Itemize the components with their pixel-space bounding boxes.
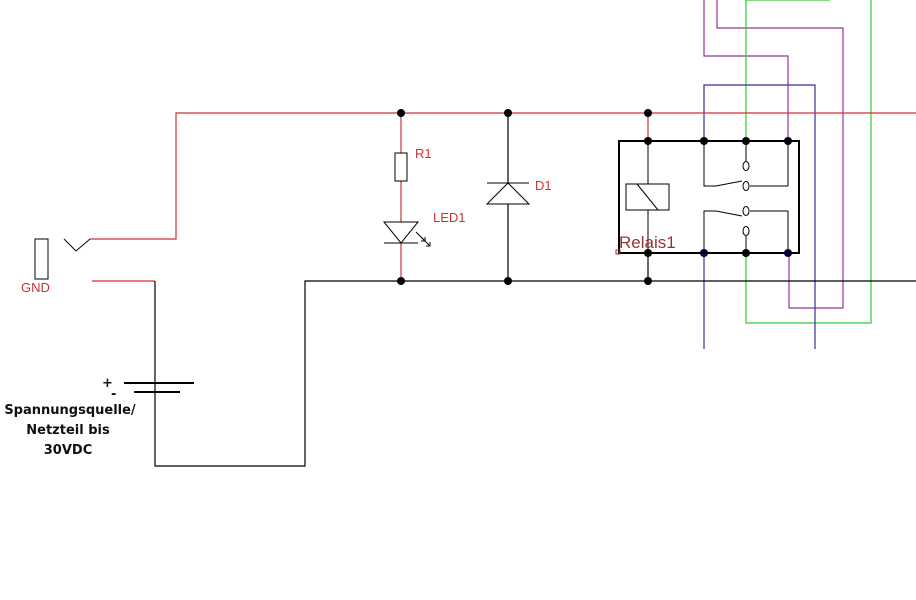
relay-relais1	[615, 140, 800, 255]
led1-ray-2-head	[426, 242, 431, 247]
switch2-contact-top	[742, 206, 750, 216]
label-d1: D1	[535, 178, 552, 193]
wire-purple-outer	[716, 0, 844, 309]
switch1-contact-bottom	[742, 181, 750, 191]
relay-switches	[703, 141, 789, 253]
wire-positive-main	[90, 112, 916, 240]
label-battery-minus: -	[111, 387, 116, 402]
junction-d1-bottom	[504, 277, 512, 285]
label-source-line1: Spannungsquelle/	[4, 403, 136, 418]
label-battery-plus: +	[102, 376, 113, 391]
junction-relay-bottom	[644, 277, 652, 285]
relay-origin-marker	[615, 249, 621, 255]
led1-triangle	[382, 221, 420, 244]
dc-jack	[34, 238, 91, 280]
led1-symbol	[382, 221, 431, 247]
junction-relay-pin-4	[700, 249, 708, 257]
junction-d1-top	[504, 109, 512, 117]
led1-ray-2	[420, 236, 431, 247]
switch2-contact-bottom	[742, 226, 750, 236]
label-r1: R1	[415, 146, 432, 161]
positive-rail	[90, 112, 916, 282]
junction-led-bottom	[397, 277, 405, 285]
junction-relay-pin-5	[742, 249, 750, 257]
junctions	[397, 109, 792, 285]
relay-coil-diagonal	[636, 183, 659, 211]
resistor-r1	[394, 152, 408, 182]
label-source-line2: Netzteil bis	[26, 423, 110, 438]
junction-relay-top	[644, 109, 652, 117]
label-led1: LED1	[433, 210, 466, 225]
junction-relay-coil-bottom	[644, 249, 652, 257]
battery-symbol	[124, 382, 194, 393]
jack-switch-contact	[63, 238, 91, 252]
label-gnd: GND	[21, 280, 50, 295]
junction-relay-pin-2	[742, 137, 750, 145]
d1-triangle	[485, 182, 531, 205]
ground-rail	[154, 113, 916, 467]
label-source-line3: 30VDC	[44, 443, 92, 458]
switch1-contact-top	[742, 161, 750, 171]
switch1-lever	[703, 141, 743, 187]
relay-frame	[618, 140, 800, 254]
label-relais1: Relais1	[619, 233, 676, 252]
wire-green-top	[745, 0, 830, 141]
switch2-lever	[703, 210, 743, 253]
junction-r1-top	[397, 109, 405, 117]
wire-green-loop	[745, 0, 872, 324]
junction-relay-pin-6	[784, 249, 792, 257]
output-wires	[703, 0, 872, 349]
junction-relay-pin-1	[700, 137, 708, 145]
wire-ground-main	[154, 280, 916, 467]
diode-d1	[485, 182, 531, 205]
junction-relay-pin-3	[784, 137, 792, 145]
jack-body	[34, 238, 49, 280]
junction-relay-coil-top	[644, 137, 652, 145]
